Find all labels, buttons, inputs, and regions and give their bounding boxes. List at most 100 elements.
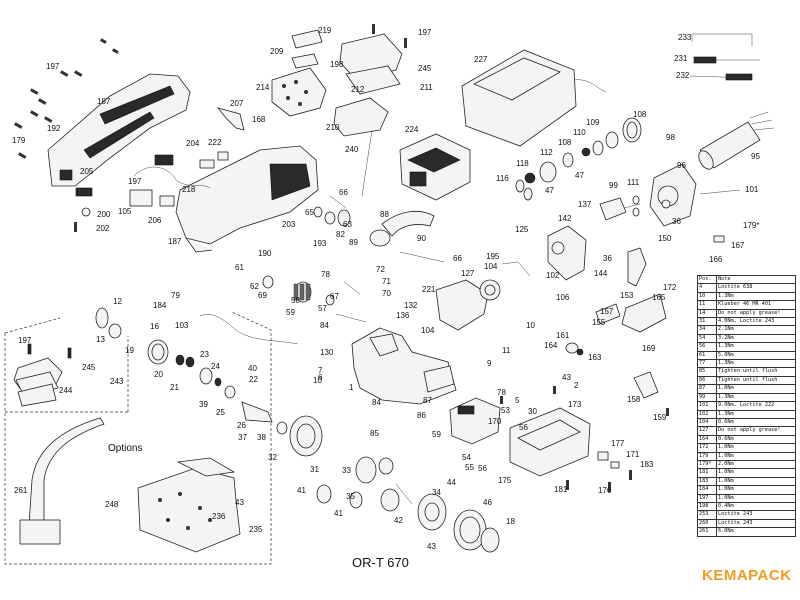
notes-pos-cell: 261	[697, 527, 717, 537]
part-callout: 25	[216, 408, 225, 417]
part-callout: 219	[318, 26, 332, 35]
part-callout: 36	[672, 217, 681, 226]
tensioner-arm-assembly	[435, 225, 667, 356]
part-callout: 157	[600, 307, 614, 316]
part-callout: 19	[125, 346, 134, 355]
options-boundary	[4, 311, 272, 565]
part-callout: 65	[305, 208, 314, 217]
part-callout: 109	[586, 118, 600, 127]
part-callout: 86	[417, 411, 426, 420]
part-callout: 98	[666, 133, 675, 142]
part-callout: 110	[573, 128, 586, 137]
notes-pos-cell: 34	[697, 325, 717, 335]
part-callout: 13	[96, 335, 105, 344]
part-callout: 233	[678, 33, 692, 42]
part-callout: 85	[370, 429, 379, 438]
part-callout: 33	[342, 466, 351, 475]
small-bits-top-left	[14, 24, 407, 232]
part-callout: 197	[418, 28, 432, 37]
part-callout: 177	[611, 439, 625, 448]
part-callout: 21	[170, 383, 179, 392]
notes-header-pos: Pos.	[697, 274, 717, 285]
part-callout: 202	[96, 224, 110, 233]
part-callout: 31	[310, 465, 319, 474]
part-callout: 118	[516, 159, 529, 168]
gearbox-right	[649, 163, 697, 227]
motor	[698, 111, 775, 170]
notes-pos-cell: 54	[697, 333, 717, 344]
notes-pos-cell: 164	[697, 434, 717, 445]
part-callout: 26	[237, 421, 246, 430]
notes-note-cell: 1.0Nm	[716, 485, 796, 495]
part-callout: 59	[286, 308, 295, 317]
part-callout: 22	[249, 375, 258, 384]
notes-note-cell: 1.3Nm	[716, 291, 796, 302]
notes-row: 179*2.0Nm	[697, 459, 796, 470]
notes-pos-cell: 101	[697, 401, 717, 411]
part-callout: 39	[199, 400, 208, 409]
part-callout: 36	[603, 254, 612, 263]
part-callout: 150	[658, 234, 672, 243]
part-callout: 200	[97, 210, 111, 219]
part-callout: 2	[574, 381, 579, 390]
notes-pos-cell: 253	[697, 510, 717, 520]
notes-pos-cell: 197	[697, 493, 717, 503]
part-callout: 137	[578, 200, 592, 209]
part-callout: 58	[291, 296, 300, 305]
notes-header-note: Note	[716, 274, 796, 285]
part-callout: 103	[175, 321, 189, 330]
part-callout: 184	[153, 301, 167, 310]
notes-note-cell: 4.0Nm, Loctite 243	[716, 317, 796, 327]
notes-note-cell: Loctite 243	[716, 518, 796, 529]
notes-header-row: Pos. Note	[697, 274, 796, 285]
part-callout: 41	[297, 486, 306, 495]
part-callout: 72	[376, 265, 385, 274]
notes-pos-cell: 184	[697, 485, 717, 495]
part-callout: 179*	[743, 221, 759, 230]
part-callout: 71	[382, 277, 391, 286]
part-callout: 212	[351, 85, 365, 94]
part-callout: 38	[257, 433, 266, 442]
part-callout: 235	[249, 525, 263, 534]
pcb-assembly	[216, 29, 327, 131]
part-callout: 181	[554, 485, 568, 494]
notes-note-cell: 1.0Nm	[716, 384, 796, 394]
notes-note-cell: Loctite 243	[716, 510, 796, 520]
notes-note-cell: 9.0Nm, Loctite 222	[716, 401, 796, 411]
part-callout: 59	[432, 430, 441, 439]
part-callout: 179	[12, 136, 26, 145]
housing-top-part	[47, 73, 191, 187]
part-callout: 214	[256, 83, 270, 92]
part-callout: 53	[501, 406, 510, 415]
notes-note-cell: Tighten until flush	[716, 367, 796, 377]
part-callout: 102	[546, 271, 560, 280]
part-callout: 205	[80, 167, 94, 176]
part-callout: 20	[154, 370, 163, 379]
small-parts-right	[500, 371, 669, 492]
part-callout: 56	[478, 464, 487, 473]
gear-train-left	[95, 307, 323, 457]
part-callout: 89	[349, 238, 358, 247]
part-callout: 62	[250, 282, 259, 291]
notes-note-cell: 1.0Nm	[716, 493, 796, 503]
part-callout: 43	[562, 373, 571, 382]
part-callout: 261	[14, 486, 28, 495]
notes-pos-cell: 10	[697, 291, 717, 302]
